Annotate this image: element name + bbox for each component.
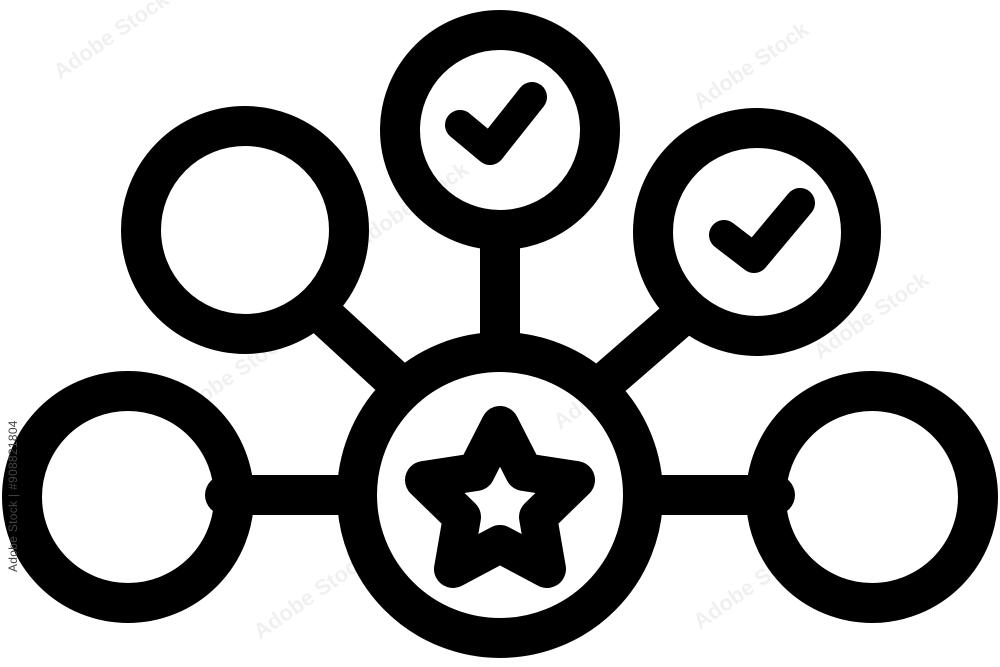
connector-upper-left xyxy=(298,290,412,398)
node-upper-left-circle xyxy=(121,106,369,354)
watermark-text: Adobe Stock xyxy=(49,0,174,84)
node-upper-right-circle xyxy=(633,108,881,356)
watermark-text: Adobe Stock xyxy=(249,546,374,644)
star-icon xyxy=(405,406,595,588)
checkmark-icon xyxy=(445,82,547,165)
node-top-circle xyxy=(380,10,620,250)
checkmark-icon xyxy=(709,188,815,273)
watermark-text: Adobe Stock xyxy=(689,16,814,114)
stock-id-label: Adobe Stock | #908821804 xyxy=(6,420,20,572)
node-right-circle xyxy=(746,371,998,623)
hub-circle xyxy=(337,332,663,658)
node-left-circle xyxy=(2,371,254,623)
